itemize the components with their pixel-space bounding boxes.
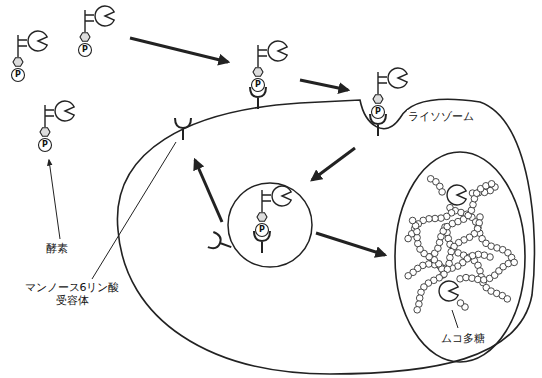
phosphate-mark: P: [375, 108, 381, 116]
phosphate-mark: P: [15, 71, 21, 79]
callout-label: マンノース6リン酸受容体: [22, 281, 122, 307]
callout-label: 酵素: [46, 242, 76, 255]
content-label: ムコ多糖: [440, 332, 486, 345]
lysosome-node: ライソゾームムコ多糖: [385, 107, 535, 378]
phosphate-mark: P: [82, 46, 88, 54]
phosphate-mark: P: [255, 81, 261, 89]
organelle-label: ライソゾーム: [407, 110, 475, 123]
phosphate-mark: P: [42, 141, 48, 149]
phosphate-mark: P: [259, 226, 265, 234]
